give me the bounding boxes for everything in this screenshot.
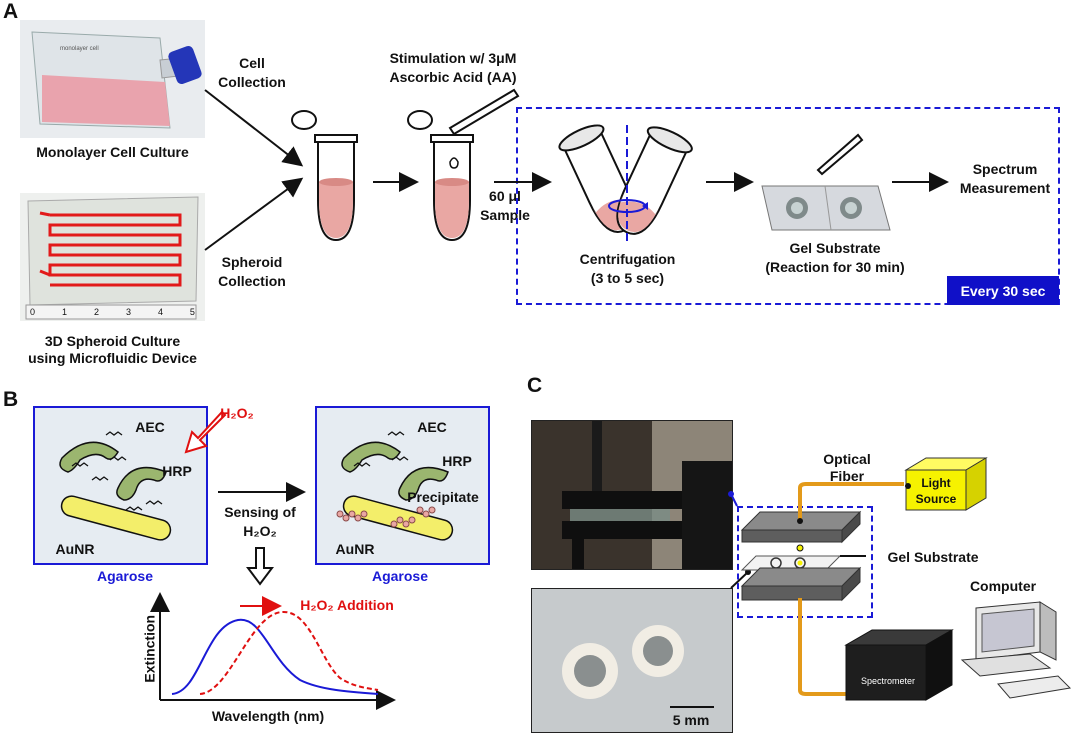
centrifuge-tube-right <box>616 126 693 235</box>
sensing-label-line2: H₂O₂ <box>243 523 277 539</box>
precipitate-beads <box>336 506 436 528</box>
scale-bar-label: 5 mm <box>672 712 710 728</box>
aec-molecules-left <box>71 431 163 511</box>
spectrum-label-line1: Spectrum <box>972 161 1038 177</box>
light-source-label-line1: Light <box>921 476 951 490</box>
h2o2-arrow <box>184 410 227 454</box>
stimulation-label-line1: Stimulation w/ 3μM <box>389 50 517 66</box>
gel-label-line2: (Reaction for 30 min) <box>765 259 905 275</box>
cell-collection-label-line2: Collection <box>218 74 286 90</box>
sensing-label-line1: Sensing of <box>224 504 296 520</box>
ruler-tick: 3 <box>125 307 131 317</box>
aec-molecules-right <box>353 431 409 467</box>
tube-2 <box>407 110 474 242</box>
hrp-label-left: HRP <box>162 463 192 479</box>
plot-xlabel: Wavelength (nm) <box>211 708 325 724</box>
repeat-dashed-box <box>516 107 1060 305</box>
microfluidic-device-illustration <box>25 196 199 320</box>
gel-substrate-label: Gel Substrate <box>887 549 979 565</box>
enzyme-hrp-3 <box>341 441 401 473</box>
ruler-tick: 5 <box>189 307 195 317</box>
optical-fiber-label-line2: Fiber <box>829 468 865 484</box>
light-source-label-line2: Source <box>915 492 957 506</box>
gel-substrate-slide <box>761 185 891 231</box>
spheroid-collection-label-line2: Collection <box>218 273 286 289</box>
spectrum-after <box>199 610 379 695</box>
precipitate-label: Precipitate <box>407 489 479 505</box>
centrifugation-label-line2: (3 to 5 sec) <box>590 270 665 286</box>
h2o2-addition-label: H₂O₂ Addition <box>300 597 394 613</box>
sample-label-line1: 60 μl <box>489 188 521 204</box>
aunr-label-right: AuNR <box>335 541 375 557</box>
flask-illustration: monolayer cell <box>31 31 202 129</box>
sensor-dashed-box <box>737 506 873 618</box>
pipette-1 <box>448 88 520 136</box>
tube-1 <box>291 110 358 242</box>
flask-caption: Monolayer Cell Culture <box>36 144 189 160</box>
every-30-sec-badge: Every 30 sec <box>947 276 1059 305</box>
pipette-2 <box>816 133 864 176</box>
h2o2-label: H₂O₂ <box>220 405 254 421</box>
gel-label-line1: Gel Substrate <box>789 240 881 256</box>
agarose-label-right: Agarose <box>371 568 429 584</box>
ruler-tick: 1 <box>61 307 67 317</box>
down-hollow-arrow <box>246 547 274 586</box>
panel-c-letter: C <box>527 374 543 397</box>
computer-label: Computer <box>969 578 1037 594</box>
centrifugation-label-line1: Centrifugation <box>579 251 676 267</box>
agarose-label-left: Agarose <box>96 568 154 584</box>
enzyme-hrp-1 <box>59 441 119 473</box>
aunr-label-left: AuNR <box>55 541 95 557</box>
optical-fiber-label-line1: Optical <box>823 451 871 467</box>
enzyme-hrp-4 <box>398 466 449 501</box>
cell-collection-label-line1: Cell <box>239 55 265 71</box>
flask-photo: monolayer cell <box>20 20 205 138</box>
enzyme-hrp-2 <box>116 466 167 501</box>
panel-b-drawings <box>59 410 454 710</box>
spectrum-label-line2: Measurement <box>959 180 1051 196</box>
device-photo: 0 1 2 3 4 5 <box>20 193 205 321</box>
ruler-tick: 4 <box>157 307 163 317</box>
panel-b-letter: B <box>3 388 19 411</box>
ruler-tick: 2 <box>93 307 99 317</box>
setup-photo <box>531 420 733 570</box>
extinction-plot <box>150 592 396 710</box>
panel-a-drawings <box>204 88 949 251</box>
spectrometer-label: Spectrometer <box>860 676 916 686</box>
ruler-tick: 0 <box>30 307 36 317</box>
aunr-rod-1 <box>60 495 172 541</box>
stimulation-label-line2: Ascorbic Acid (AA) <box>389 69 517 85</box>
gel-photo <box>531 588 733 733</box>
setup-photo-illustration <box>532 421 732 569</box>
gel-photo-illustration <box>532 589 732 732</box>
device-caption-line1: 3D Spheroid Culture <box>44 333 181 349</box>
device-caption-line2: using Microfluidic Device <box>28 350 197 366</box>
plot-ylabel: Extinction <box>141 614 158 683</box>
spheroid-collection-label-line1: Spheroid <box>221 254 283 270</box>
spectrum-before <box>171 618 379 695</box>
hrp-label-right: HRP <box>442 453 472 469</box>
aec-label-left: AEC <box>135 419 165 435</box>
aec-label-right: AEC <box>417 419 447 435</box>
ruler-ticks: 0 1 2 3 4 5 <box>30 307 195 317</box>
svg-text:monolayer cell: monolayer cell <box>60 46 99 52</box>
panel-a-letter: A <box>3 0 19 23</box>
